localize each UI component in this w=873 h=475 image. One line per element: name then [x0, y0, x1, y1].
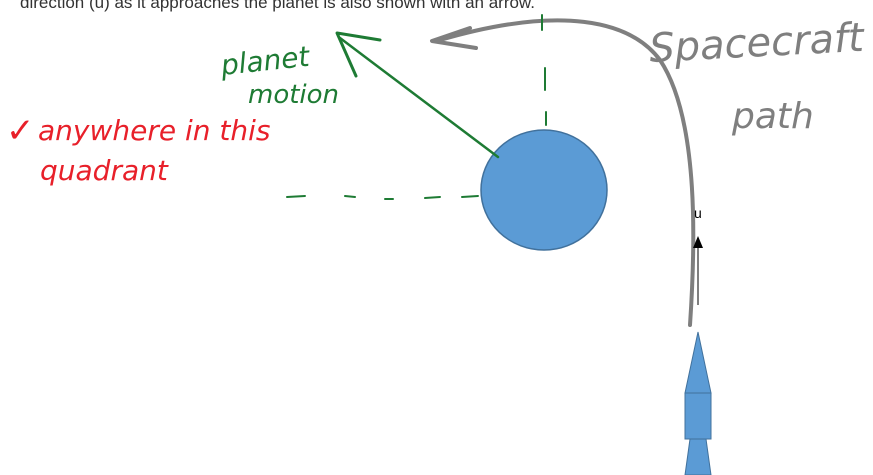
planet-circle — [480, 129, 608, 251]
quadrant-horizontal-dashes — [286, 195, 479, 200]
checkmark: ✓ — [6, 111, 35, 151]
rocket-tail — [684, 438, 712, 475]
caption-text: direction (u) as it approaches the plane… — [20, 0, 535, 12]
planet-motion-arrowhead — [335, 31, 382, 78]
spacecraft-path — [438, 18, 696, 327]
planet-motion-label-line2: motion — [248, 80, 339, 110]
spacecraft-path-label-line1: Spacecraft — [648, 15, 866, 72]
planet-motion-label-line1: planet — [218, 40, 312, 82]
quadrant-vertical-dashes — [526, 14, 547, 194]
annotation-line1: anywhere in this — [38, 114, 271, 147]
velocity-label: u — [694, 205, 702, 221]
spacecraft-path-arrowhead — [430, 26, 478, 50]
velocity-arrow-head — [693, 236, 703, 248]
planet-motion-arrow — [338, 36, 500, 159]
annotation-line2: quadrant — [40, 154, 169, 187]
rocket — [684, 331, 712, 475]
rocket-body — [684, 392, 712, 440]
rocket-nose — [684, 331, 712, 394]
spacecraft-path-label-line2: path — [731, 96, 814, 137]
